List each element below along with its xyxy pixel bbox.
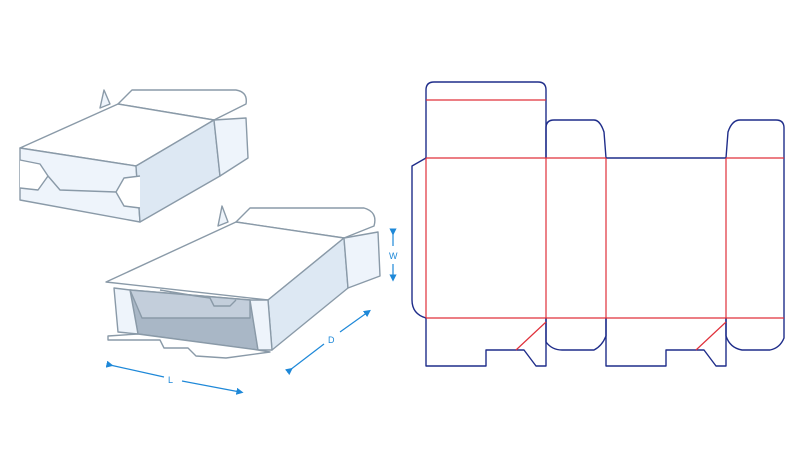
open-box-side-flap (343, 231, 381, 289)
dieline-fold-lines (425, 99, 784, 351)
dimension-d: D (284, 309, 371, 376)
dieline-cut-lines (411, 81, 785, 367)
open-box-front-notch (159, 289, 237, 307)
closed-box-illustration (19, 89, 249, 223)
dimension-l: L (105, 360, 244, 395)
dimension-w-label: W (389, 251, 398, 261)
closed-box-side-flap (213, 117, 249, 177)
closed-box-dust-flap (99, 89, 111, 109)
closed-box-end-bottom-edge (47, 175, 117, 193)
dimension-w: W (389, 228, 398, 282)
open-box-dust-flap (217, 205, 229, 227)
closed-box-tuck-flap (117, 89, 247, 121)
dimension-l-label: L (168, 375, 173, 385)
dieline-template (411, 81, 785, 367)
open-box-bottom-flap (107, 333, 271, 359)
dimension-d-label: D (328, 335, 335, 345)
open-box-interior-back (129, 289, 251, 319)
open-box-right-end-flap (249, 299, 273, 351)
open-box-illustration (105, 205, 381, 359)
open-box-tuck-flap (235, 207, 376, 239)
